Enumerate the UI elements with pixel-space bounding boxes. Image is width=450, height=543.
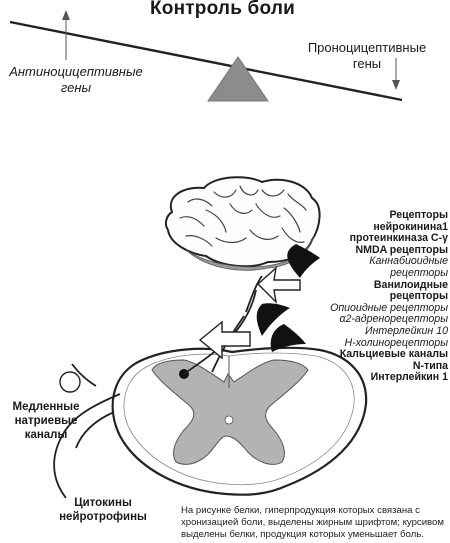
brain-icon <box>164 176 321 271</box>
receptor-item: Кальциевые каналы <box>339 348 448 361</box>
receptor-item: рецепторы <box>390 266 448 279</box>
label-line: нейротрофины <box>59 511 147 523</box>
seesaw <box>9 10 403 102</box>
receptor-item: Каннабиоидные <box>369 255 448 268</box>
label-line: каналы <box>24 429 68 441</box>
label-line: Цитокины <box>74 497 132 509</box>
down-arrowhead-icon <box>392 80 400 90</box>
ganglion-icon <box>59 371 81 393</box>
label-line: гены <box>352 56 382 71</box>
up-arrowhead-icon <box>62 10 70 20</box>
label-line: натриевые <box>14 415 78 427</box>
receptor-item: протеинкиназа С-γ <box>349 232 448 245</box>
receptor-item: N-типа <box>412 359 448 372</box>
label-line: Медленные <box>12 401 80 413</box>
spinal-cord-section <box>111 346 368 496</box>
receptor-item: Ванилоидные <box>373 278 448 291</box>
pronociceptive-genes-label: Проноцицептивные гены <box>292 40 442 72</box>
page-title: Контроль боли <box>150 0 295 19</box>
receptor-item: Н-холинорецепторы <box>344 336 448 349</box>
antinociceptive-genes-label: Антиноцицептивные гены <box>6 64 146 96</box>
dark-arrow-icon <box>287 244 320 278</box>
label-line: Проноцицептивные <box>307 40 427 55</box>
central-canal <box>224 415 234 425</box>
pathway-arrows <box>198 244 320 360</box>
seesaw-beam <box>9 20 403 102</box>
receptor-item: Интерлейкин 1 <box>370 371 448 384</box>
open-arrow-icon <box>256 266 301 305</box>
seesaw-fulcrum <box>207 56 269 102</box>
label-line: Антиноцицептивные <box>9 64 143 79</box>
receptor-item: рецепторы <box>389 290 448 303</box>
receptor-item: Опиоидные рецепторы <box>330 301 448 314</box>
dark-arrow-icon <box>270 324 306 352</box>
receptor-item: α2-адренорецепторы <box>339 313 448 326</box>
cytokines-label: Цитокины нейротрофины <box>48 496 158 524</box>
slow-sodium-channels-label: Медленные натриевые каналы <box>0 400 92 442</box>
receptor-item: NMDA рецепторы <box>355 243 448 256</box>
figure-caption: На рисунке белки, гиперпродукция которых… <box>181 505 444 540</box>
receptor-item: Рецепторы <box>389 209 448 221</box>
receptor-item: Интерлейкин 10 <box>365 324 448 337</box>
pathways <box>53 275 263 499</box>
receptor-item: нейрокинина1 <box>373 220 448 233</box>
dark-arrow-icon <box>256 303 290 336</box>
open-arrow-icon <box>198 320 251 360</box>
label-line: гены <box>60 80 92 95</box>
